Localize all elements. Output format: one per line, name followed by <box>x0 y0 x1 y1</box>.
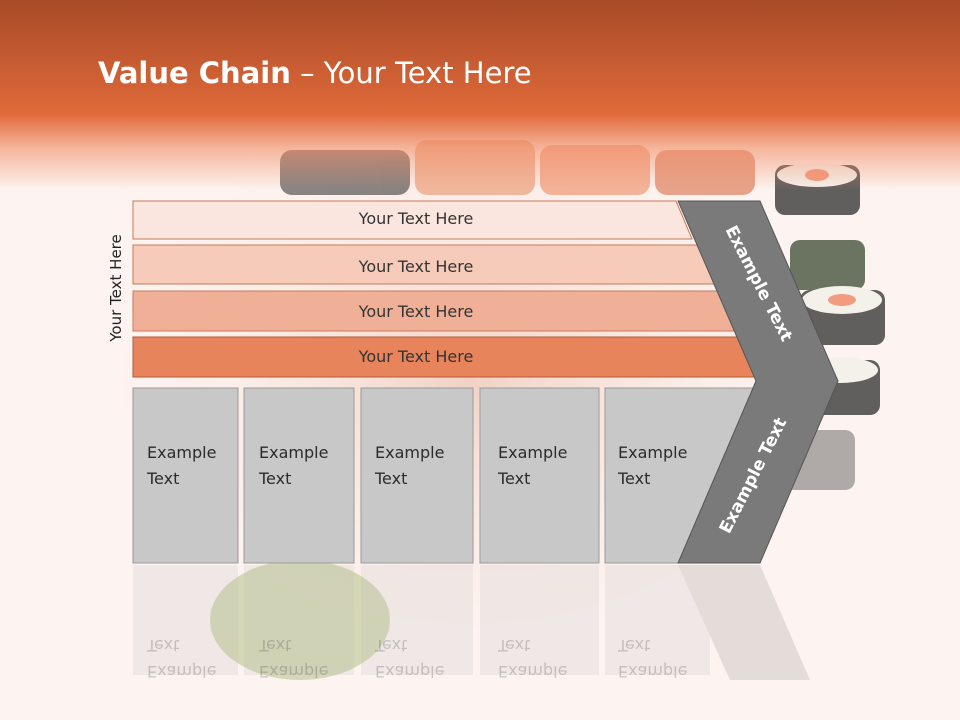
box-2-line2: Text <box>259 469 292 488</box>
box-5-text: Example Text <box>618 440 687 492</box>
diagram-reflection <box>133 565 810 680</box>
page-title: Value Chain – Your Text Here <box>98 56 532 90</box>
box-4-line2: Text <box>498 469 531 488</box>
box-1-text: Example Text <box>147 440 216 492</box>
bar-label-4: Your Text Here <box>358 347 474 366</box>
box-3-line2: Text <box>375 469 408 488</box>
box-1-line1: Example <box>147 443 217 462</box>
chevron-arrow <box>677 200 839 564</box>
box-5-line1: Example <box>618 443 688 462</box>
box-2-text: Example Text <box>259 440 328 492</box>
title-rest: – Your Text Here <box>290 56 532 90</box>
bar-label-1: Your Text Here <box>358 209 474 228</box>
box-4-line1: Example <box>498 443 568 462</box>
box-1 <box>132 387 239 564</box>
title-bold: Value Chain <box>98 56 291 90</box>
bar-label-2: Your Text Here <box>358 257 474 276</box>
box-2 <box>243 387 355 564</box>
bar-label-3: Your Text Here <box>358 302 474 321</box>
box-3-line1: Example <box>375 443 445 462</box>
box-1-line2: Text <box>147 469 180 488</box>
box-4 <box>479 387 600 564</box>
header-band <box>0 0 960 190</box>
box-3-text: Example Text <box>375 440 444 492</box>
box-4-text: Example Text <box>498 440 567 492</box>
box-5-line2: Text <box>618 469 651 488</box>
bar-shape-1 <box>132 200 693 240</box>
box-3 <box>360 387 474 564</box>
box-2-line1: Example <box>259 443 329 462</box>
